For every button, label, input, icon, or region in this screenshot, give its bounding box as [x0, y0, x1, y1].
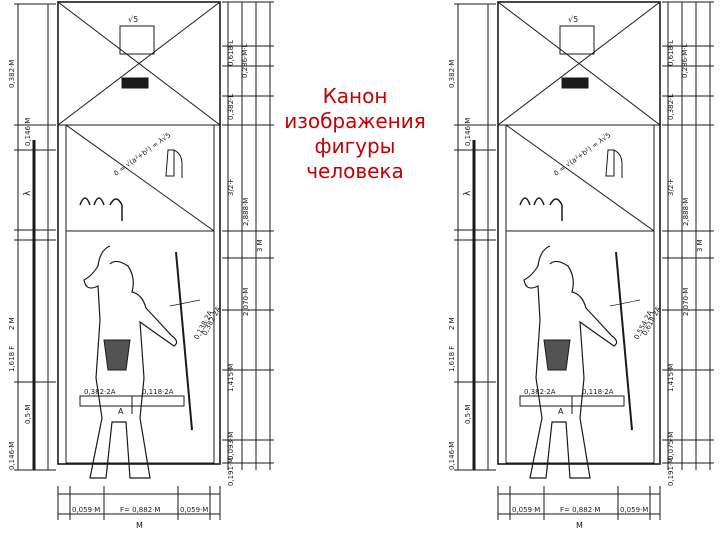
- label-sqrt5: √5: [568, 15, 578, 24]
- label-upper-square: 0,146·M: [24, 118, 32, 146]
- label-low-left: 0,146·M: [8, 442, 16, 470]
- label-diagonal: δ = √(a²+b²) = λ√5: [112, 131, 172, 178]
- figure-panel: [65, 230, 215, 464]
- label-2888m: 2,888·M: [242, 198, 250, 226]
- label-sqrt5: √5: [128, 15, 138, 24]
- label-lambda: λ: [463, 190, 473, 196]
- figure-kilt: [103, 339, 131, 371]
- label-a-half: 0,382·2A: [524, 388, 556, 396]
- middle-diagonal: [65, 124, 215, 232]
- label-0236-ml: 0,236·M·L: [681, 43, 689, 78]
- diagram-left: √5 0,618·L 0,236·M·L 0,382·L 0,382·M 0,146·M λ…: [8, 1, 274, 530]
- staff: [175, 251, 193, 431]
- title-line-4: человека: [306, 159, 404, 183]
- label-2070m: 2,070·M: [242, 288, 250, 316]
- figure-panel: [505, 230, 655, 464]
- label-2070m: 2,070·M: [682, 288, 690, 316]
- seated-figure-glyph: [605, 149, 623, 178]
- label-3m: 3 M: [696, 239, 704, 252]
- label-lambda: λ: [23, 190, 33, 196]
- label-f-left: 0,059·M: [512, 506, 540, 514]
- label-1618f: 1,618 F: [8, 346, 16, 372]
- label-0236-ml: 0,236·M·L: [241, 43, 249, 78]
- label-top-height: 0,382·M: [8, 60, 16, 88]
- label-3-2-f: 3/2·F: [227, 178, 235, 196]
- title-line-1: Канон: [322, 84, 388, 108]
- outer-frame: [497, 1, 661, 465]
- label-2m: 2 M: [448, 317, 456, 330]
- label-a: A: [558, 407, 564, 416]
- label-half-m: 0,5·M: [464, 405, 472, 424]
- label-low-r1: 0,093·M: [227, 432, 235, 460]
- label-3-2-f: 3/2·F: [667, 178, 675, 196]
- label-a: A: [118, 407, 124, 416]
- staff-guide: [609, 299, 641, 307]
- staff: [615, 251, 633, 431]
- label-f-mid: F= 0,882·M: [560, 506, 600, 514]
- hieroglyph-signs: [519, 197, 563, 221]
- staff-guide: [169, 299, 201, 307]
- diagram-right: √5 0,618·L 0,236·M·L 0,382·L 0,382·M 0,146·M λ…: [448, 1, 714, 530]
- label-m: M: [136, 521, 143, 530]
- title-line-3: фигуры: [314, 134, 396, 158]
- label-0618-l: 0,618·L: [667, 40, 675, 66]
- label-0382-l: 0,382·L: [227, 94, 235, 120]
- top-diagonal-2: [497, 1, 661, 126]
- label-2m: 2 M: [8, 317, 16, 330]
- figure-outline: [523, 245, 618, 479]
- figure-kilt: [543, 339, 571, 371]
- label-1415m: 1,415·M: [667, 364, 675, 392]
- head-block: [121, 77, 149, 89]
- label-a-right: 0,118·2A: [582, 388, 614, 396]
- head-block: [561, 77, 589, 89]
- label-m: M: [576, 521, 583, 530]
- label-2888m: 2,888·M: [682, 198, 690, 226]
- label-top-height: 0,382·M: [448, 60, 456, 88]
- label-3m: 3 M: [256, 239, 264, 252]
- label-upper-square: 0,146·M: [464, 118, 472, 146]
- slide-title: Канон изображения фигуры человека: [270, 84, 440, 184]
- label-low-left: 0,146·M: [448, 442, 456, 470]
- label-1618f: 1,618 F: [448, 346, 456, 372]
- label-f-mid: F= 0,882·M: [120, 506, 160, 514]
- label-0382-l: 0,382·L: [667, 94, 675, 120]
- label-0618-l: 0,618·L: [227, 40, 235, 66]
- label-f-right: 0,059·M: [180, 506, 208, 514]
- label-diagonal: δ = √(a²+b²) = λ√5: [552, 131, 612, 178]
- sqrt-box: [119, 25, 155, 55]
- outer-frame: [57, 1, 221, 465]
- middle-diagonal: [505, 124, 655, 232]
- top-diagonal-2: [57, 1, 221, 126]
- label-half-m: 0,5·M: [24, 405, 32, 424]
- label-1415m: 1,415·M: [227, 364, 235, 392]
- title-line-2: изображения: [284, 109, 426, 133]
- label-a-half: 0,382·2A: [84, 388, 116, 396]
- label-f-right: 0,059·M: [620, 506, 648, 514]
- seated-figure-glyph: [165, 149, 183, 178]
- sqrt-box: [559, 25, 595, 55]
- label-low-r2: 0,191·M: [667, 458, 675, 486]
- label-a-right: 0,118·2A: [142, 388, 174, 396]
- label-f-left: 0,059·M: [72, 506, 100, 514]
- label-low-r1: 0,075·M: [667, 432, 675, 460]
- figure-outline: [83, 245, 178, 479]
- label-low-r2: 0,191·M: [227, 458, 235, 486]
- hieroglyph-signs: [79, 197, 123, 221]
